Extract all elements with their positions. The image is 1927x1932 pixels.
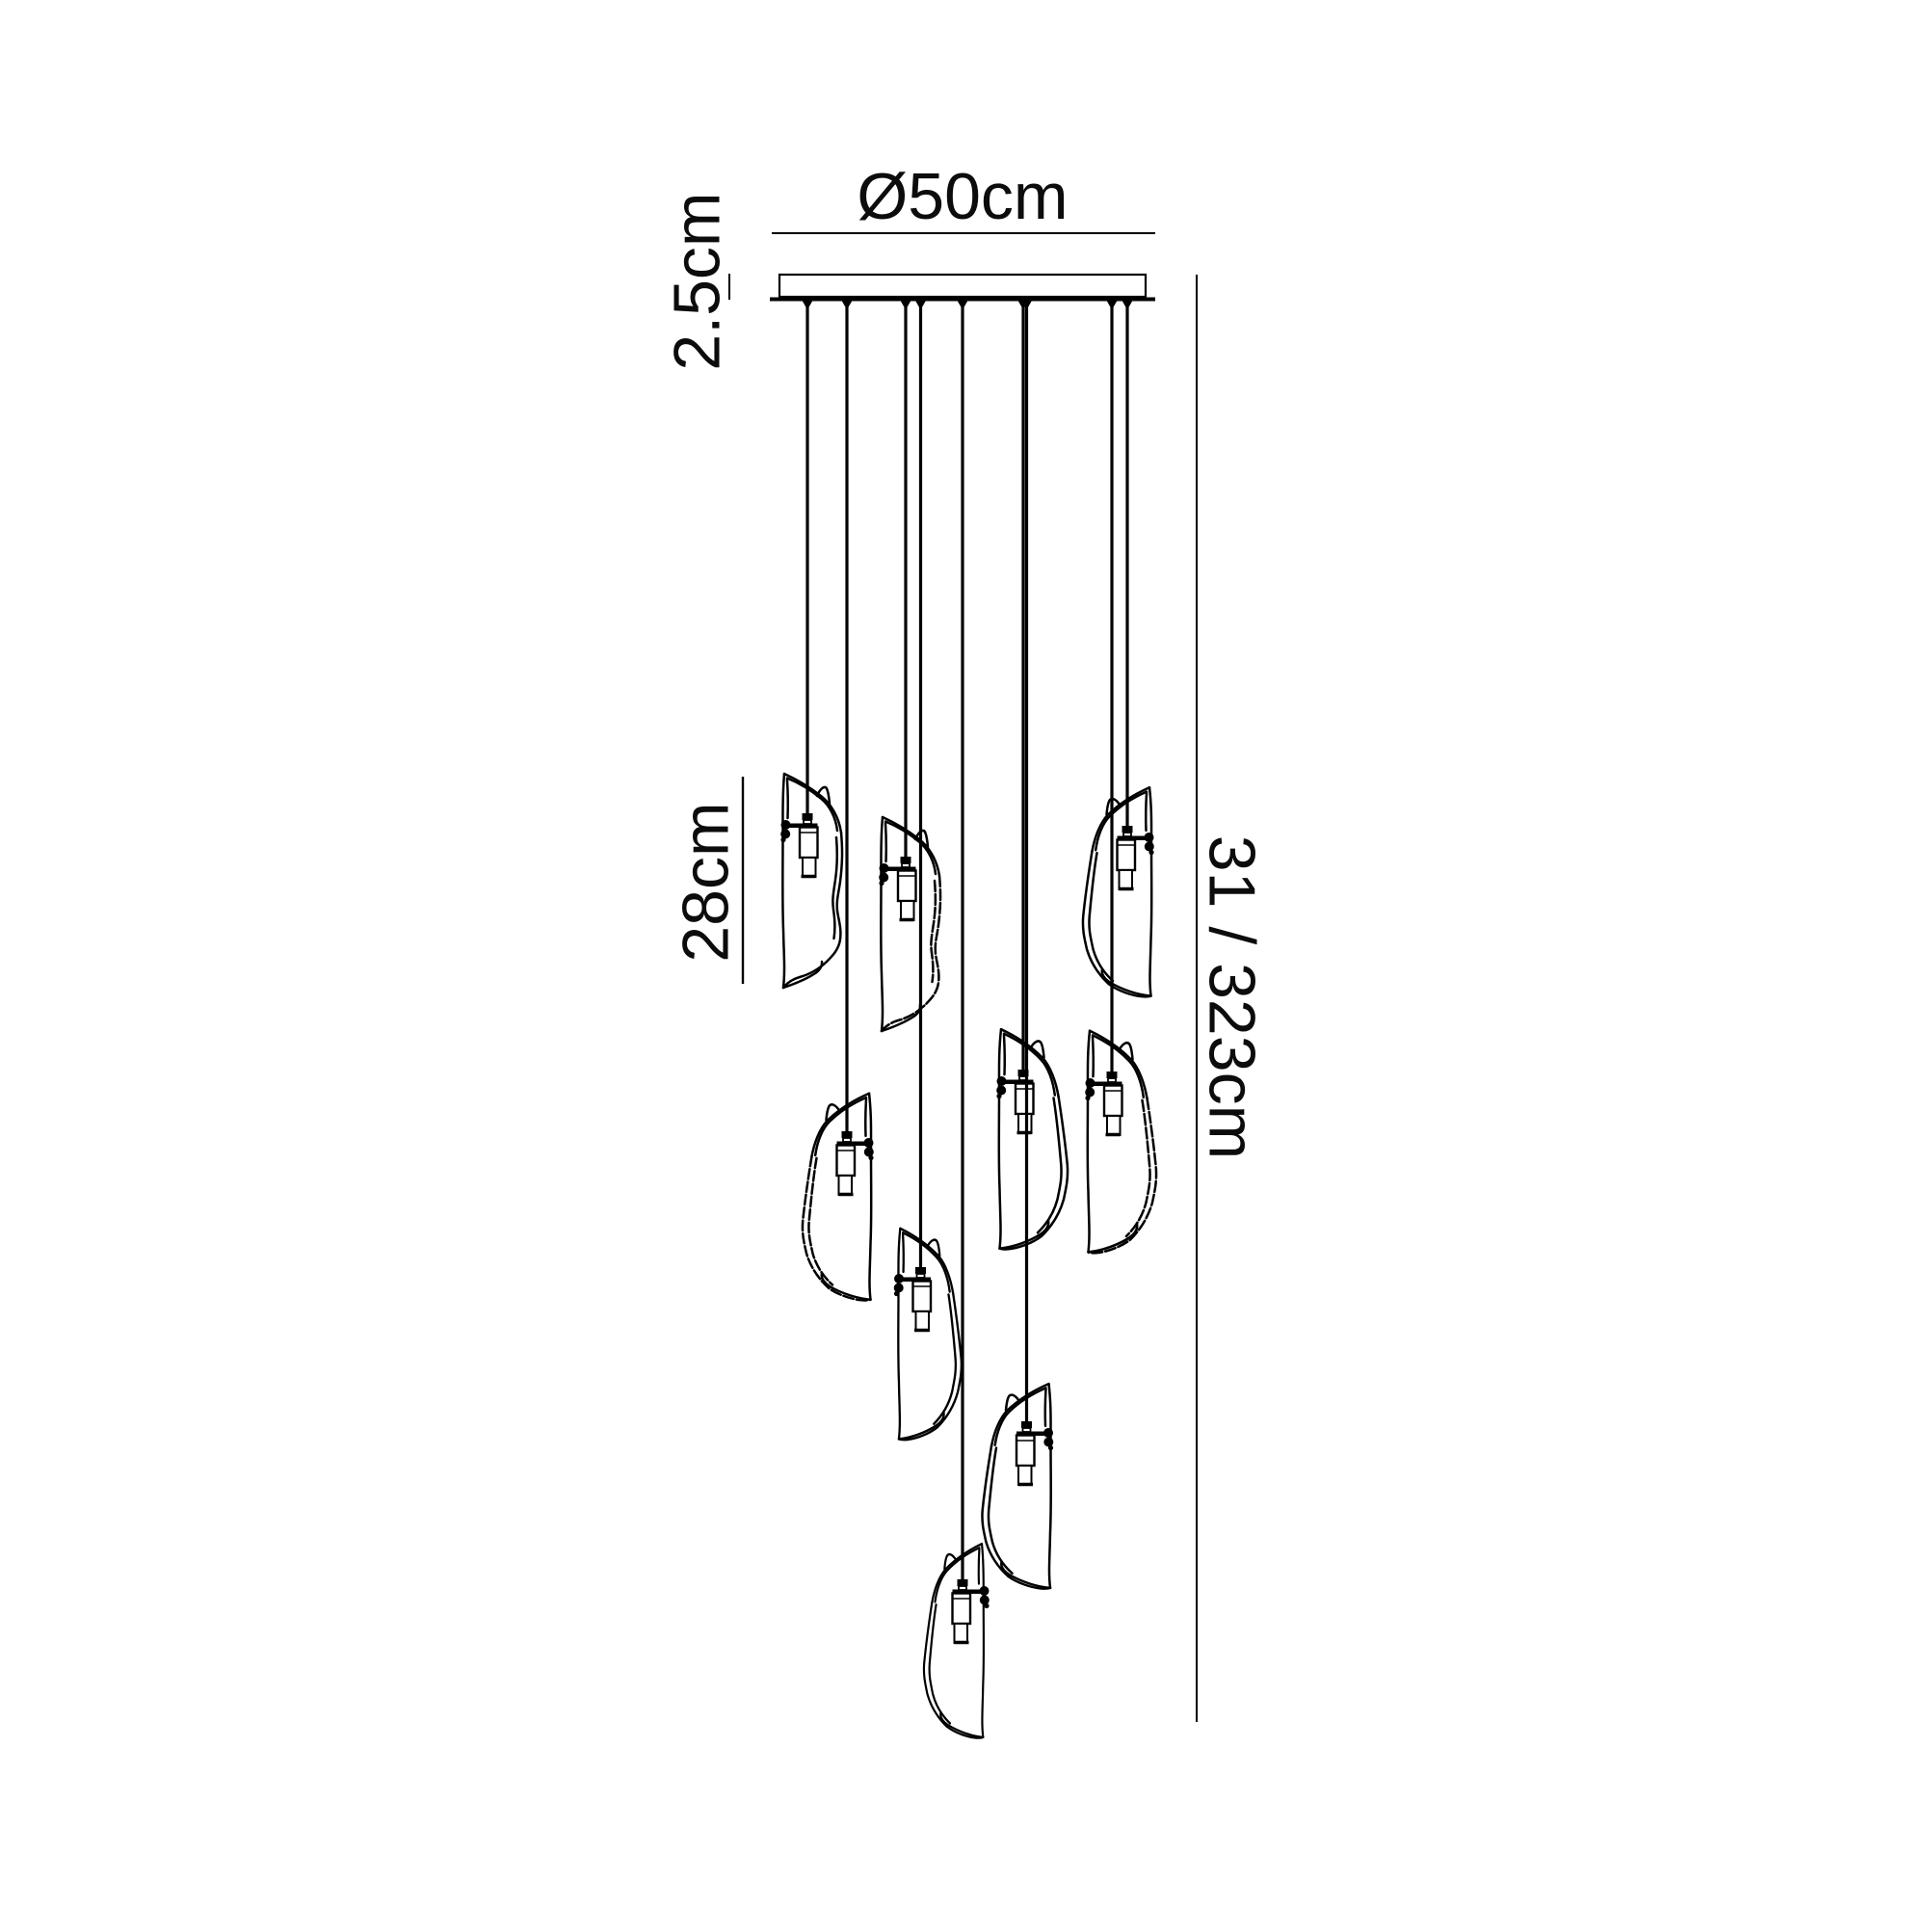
svg-text:2.5cm: 2.5cm xyxy=(661,192,734,370)
svg-text:31 / 323cm: 31 / 323cm xyxy=(1196,835,1269,1159)
svg-text:28cm: 28cm xyxy=(670,802,743,962)
svg-text:Ø50cm: Ø50cm xyxy=(857,160,1068,233)
